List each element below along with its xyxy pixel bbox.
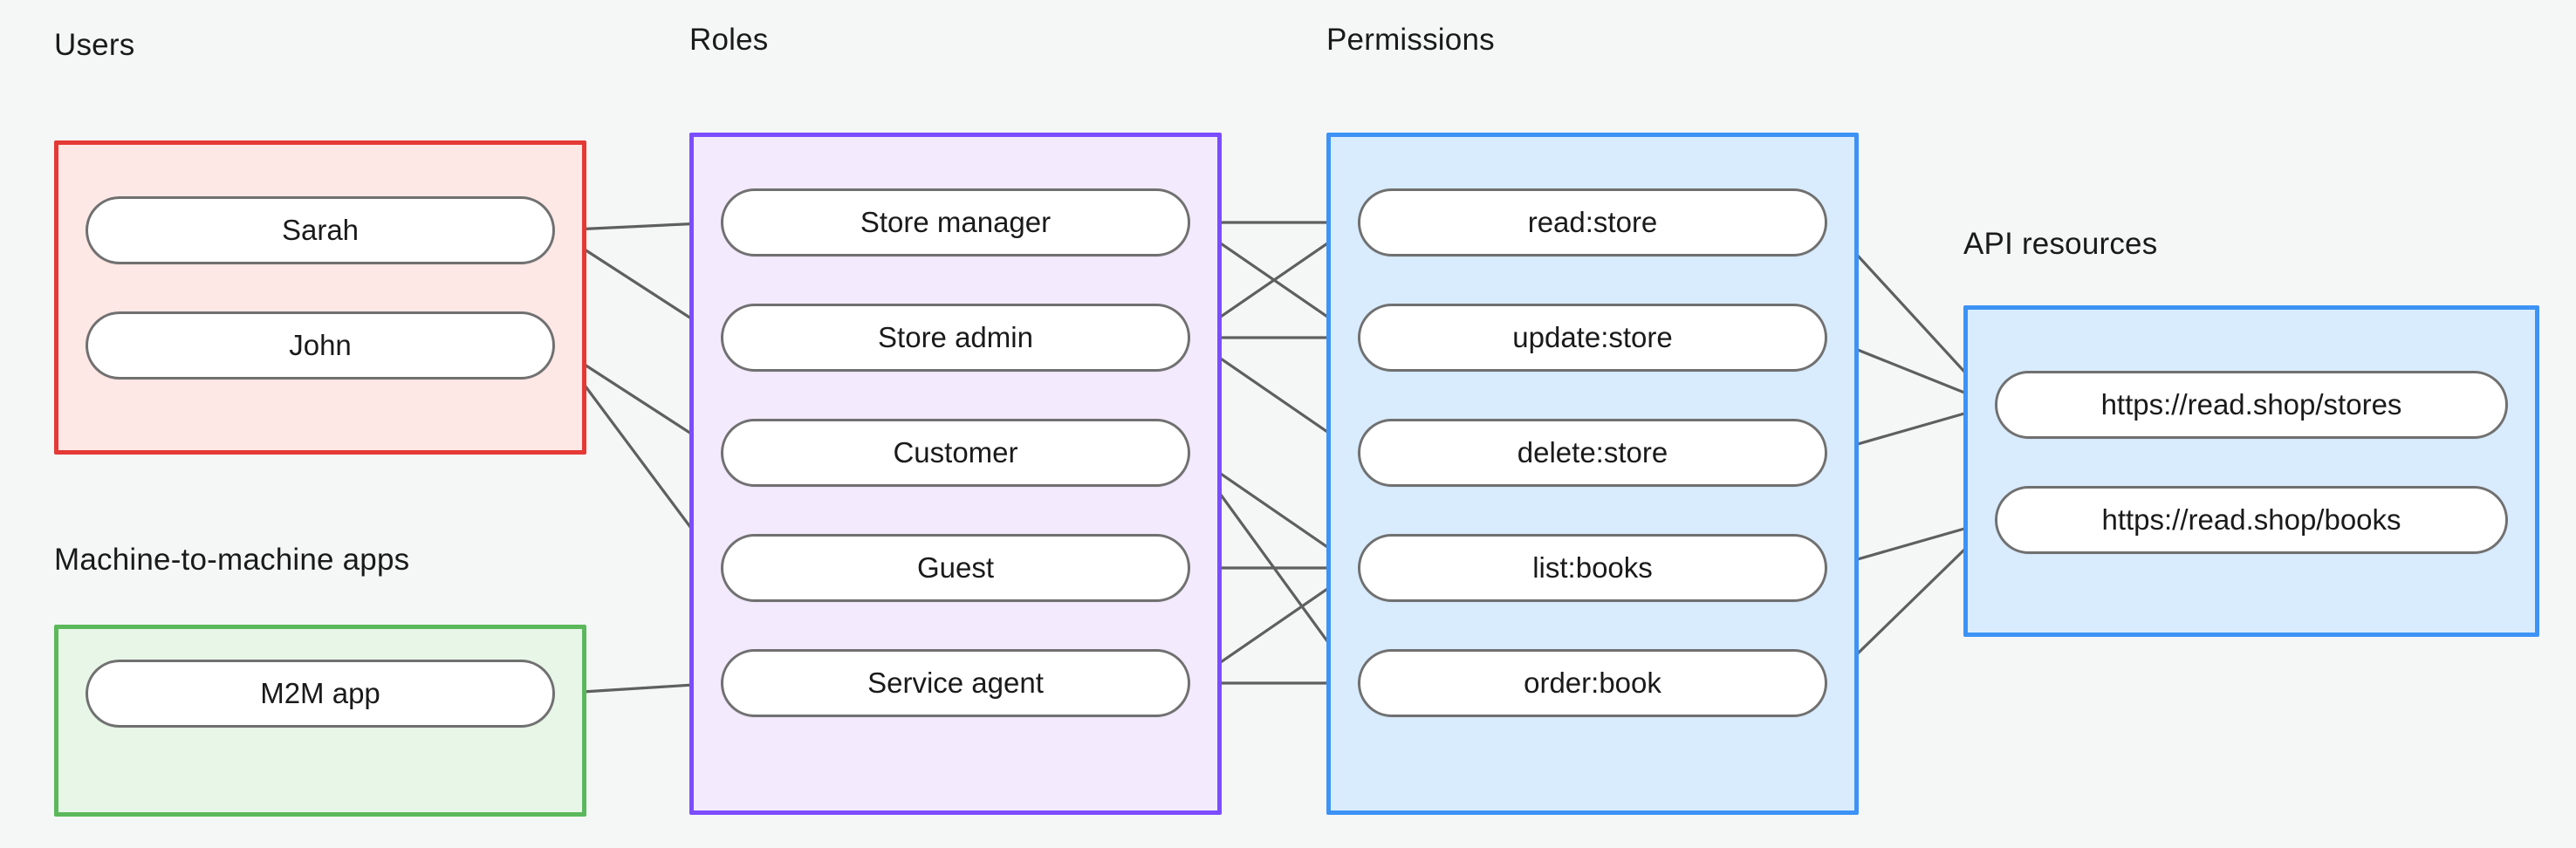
- node-readstore[interactable]: read:store: [1358, 188, 1827, 256]
- node-label-sarah: Sarah: [281, 214, 360, 246]
- node-label-resstores: https://read.shop/stores: [2100, 388, 2402, 421]
- node-label-readstore: read:store: [1527, 206, 1658, 238]
- node-storeadmin[interactable]: Store admin: [721, 304, 1190, 372]
- node-john[interactable]: John: [86, 311, 555, 380]
- node-label-storeadmin: Store admin: [878, 321, 1033, 353]
- node-label-resbooks: https://read.shop/books: [2101, 503, 2401, 536]
- group-box-users: [54, 140, 586, 455]
- group-label-permissions: Permissions: [1326, 23, 1495, 57]
- node-guest[interactable]: Guest: [721, 534, 1190, 602]
- node-resbooks[interactable]: https://read.shop/books: [1995, 486, 2508, 554]
- node-label-m2mapp: M2M app: [260, 677, 380, 709]
- group-label-roles: Roles: [689, 23, 769, 57]
- group-label-m2m: Machine-to-machine apps: [54, 543, 410, 577]
- group-label-api: API resources: [1963, 227, 2158, 261]
- node-orderbook[interactable]: order:book: [1358, 649, 1827, 717]
- node-customer[interactable]: Customer: [721, 419, 1190, 487]
- node-storemgr[interactable]: Store manager: [721, 188, 1190, 256]
- node-m2mapp[interactable]: M2M app: [86, 660, 555, 728]
- node-label-deletestore: delete:store: [1517, 436, 1668, 468]
- node-label-storemgr: Store manager: [860, 206, 1052, 238]
- node-label-john: John: [289, 329, 352, 361]
- group-label-users: Users: [54, 28, 135, 62]
- node-listbooks[interactable]: list:books: [1358, 534, 1827, 602]
- node-label-orderbook: order:book: [1524, 667, 1661, 699]
- node-label-updatestore: update:store: [1512, 321, 1673, 353]
- group-box-api: [1963, 305, 2539, 637]
- node-updatestore[interactable]: update:store: [1358, 304, 1827, 372]
- node-label-svcagent: Service agent: [867, 667, 1044, 699]
- node-label-guest: Guest: [916, 551, 995, 584]
- node-label-listbooks: list:books: [1532, 551, 1653, 584]
- node-label-customer: Customer: [893, 436, 1018, 468]
- node-deletestore[interactable]: delete:store: [1358, 419, 1827, 487]
- node-sarah[interactable]: Sarah: [86, 196, 555, 264]
- node-resstores[interactable]: https://read.shop/stores: [1995, 371, 2508, 439]
- node-svcagent[interactable]: Service agent: [721, 649, 1190, 717]
